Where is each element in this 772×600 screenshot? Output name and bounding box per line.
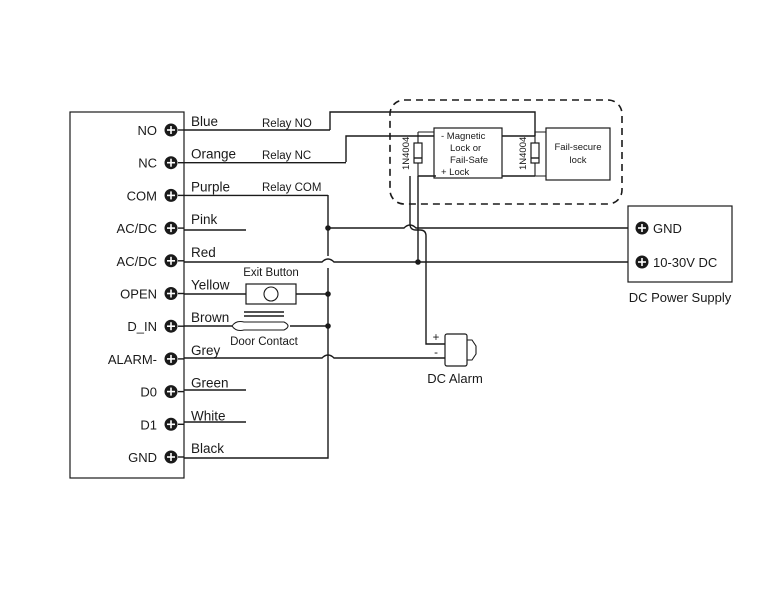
terminal-row-gnd: GND Black: [128, 441, 224, 465]
dc-alarm-plus: +: [433, 332, 440, 344]
wire-color-label: Blue: [191, 114, 218, 129]
terminal-row-d0: D0 Green: [140, 376, 228, 400]
terminal-screw-icon: [164, 221, 178, 235]
gnd-junction: [325, 225, 331, 231]
relay-no-label: Relay NO: [262, 118, 312, 130]
terminal-screw-icon: [164, 352, 178, 366]
psu-gnd-screw-icon: [635, 221, 649, 235]
vdc-junction: [415, 259, 421, 265]
terminal-screw-icon: [164, 123, 178, 137]
terminal-screw-icon: [164, 385, 178, 399]
vdc-bus: [184, 258, 636, 263]
door-contact-switch: [231, 320, 289, 332]
terminal-screw-icon: [164, 188, 178, 202]
terminal-screw-icon: [164, 156, 178, 170]
terminal-row-ac-dc: AC/DC Red: [117, 245, 216, 269]
diode-1-label: 1N4004: [401, 137, 412, 170]
terminal-screw-icon: [164, 254, 178, 268]
terminal-label: NC: [138, 156, 157, 171]
dc-alarm-horn: [467, 339, 477, 361]
common-return-wire: [184, 232, 329, 459]
relay-com-label: Relay COM: [262, 182, 321, 194]
psu-gnd-label: GND: [653, 221, 682, 236]
diode-2-body: [530, 142, 540, 164]
wire-color-label: Pink: [191, 212, 218, 227]
exit-button-label: Exit Button: [243, 267, 299, 279]
terminal-label: D1: [140, 417, 157, 432]
wire-color-label: Red: [191, 245, 216, 260]
wire-color-label: Grey: [191, 343, 221, 358]
diode-1-body: [413, 142, 423, 164]
dc-alarm-minus: -: [434, 347, 438, 359]
dc-alarm-body: [444, 333, 468, 367]
terminal-row-com: COM Purple: [127, 179, 230, 203]
psu-title: DC Power Supply: [629, 290, 732, 305]
relay-nc-label: Relay NC: [262, 150, 311, 162]
exit-button-knob: [263, 286, 279, 302]
wire-color-label: Purple: [191, 179, 230, 194]
magnetic-lock-box: [433, 127, 503, 179]
terminal-label: D0: [140, 385, 157, 400]
dc-alarm-label: DC Alarm: [427, 371, 483, 386]
lock-enclosure: [389, 99, 623, 205]
door-contact-label: Door Contact: [230, 336, 299, 348]
terminal-label: OPEN: [120, 287, 157, 302]
terminal-label: AC/DC: [117, 221, 157, 236]
terminal-row-ac-dc: AC/DC Pink: [117, 212, 218, 236]
psu-vdc-label: 10-30V DC: [653, 255, 717, 270]
relay-no-wire: [329, 111, 536, 136]
terminal-row-nc: NC Orange: [138, 147, 236, 171]
wire-color-label: Green: [191, 376, 229, 391]
terminal-screw-icon: [164, 417, 178, 431]
fail-secure-line-1: Fail-secure: [555, 142, 602, 153]
terminal-screw-icon: [164, 287, 178, 300]
terminal-label: COM: [127, 188, 157, 203]
terminal-label: D_IN: [127, 319, 157, 334]
terminal-label: ALARM-: [108, 352, 157, 367]
terminal-label: NO: [138, 123, 158, 138]
terminal-screw-icon: [164, 319, 178, 333]
psu-vdc-screw-icon: [635, 255, 649, 269]
magnetic-line-1: - Magnetic: [441, 131, 486, 142]
wire-color-label: Orange: [191, 147, 236, 162]
terminal-row-d-in: D_IN Brown: [127, 310, 229, 334]
alarm-plus-wire: [409, 176, 445, 345]
diode-2-label: 1N4004: [518, 137, 529, 170]
wire-color-label: White: [191, 408, 226, 423]
fail-secure-line-2: lock: [570, 155, 587, 166]
wire-color-label: Yellow: [191, 278, 230, 293]
gnd-bus: [328, 224, 636, 229]
terminal-row-open: OPEN Yellow: [120, 278, 230, 302]
terminal-label: GND: [128, 450, 157, 465]
terminal-label: AC/DC: [117, 254, 157, 269]
terminal-row-alarm: ALARM- Grey: [108, 343, 221, 367]
power-supply-box: [627, 205, 733, 283]
terminal-row-d1: D1 White: [140, 408, 225, 432]
magnetic-line-3: Fail-Safe: [450, 155, 488, 166]
terminal-row-no: NO Blue: [138, 114, 219, 138]
fail-secure-lock-box: [545, 127, 611, 181]
magnetic-line-2: Lock or: [450, 143, 481, 154]
wire-color-label: Brown: [191, 310, 229, 325]
terminal-screw-icon: [164, 450, 178, 464]
magnetic-line-4: + Lock: [441, 167, 470, 178]
wire-color-label: Black: [191, 441, 224, 456]
grey-wire: [184, 354, 445, 359]
